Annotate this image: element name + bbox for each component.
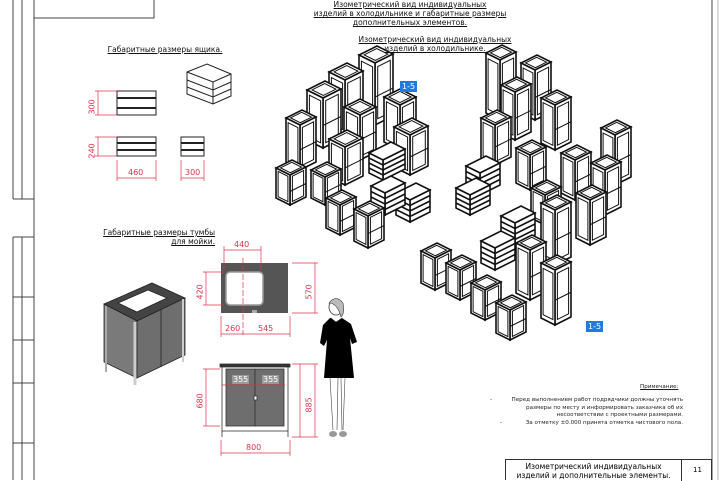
- dim-label: 355: [262, 375, 280, 384]
- isometric-cluster-left: [274, 45, 432, 250]
- sink-cabinet-isometric: [103, 282, 186, 385]
- iso-frame: [514, 139, 548, 192]
- iso-frame: [324, 189, 358, 237]
- dim-label: 300: [87, 99, 97, 115]
- crate-dimension-lines: [95, 90, 205, 181]
- dim-label: 440: [234, 240, 250, 249]
- iso-frame: [494, 294, 528, 342]
- iso-frame: [274, 159, 308, 207]
- sink-cabinet-front: [219, 363, 291, 437]
- item-tag: 1-5: [586, 321, 604, 332]
- note-1: - Перед выполнением работ подрядчики дол…: [490, 397, 683, 418]
- dim-label: 420: [195, 284, 205, 300]
- human-figure-scale: [320, 298, 357, 437]
- iso-crate: [369, 175, 407, 217]
- dim-label: 460: [128, 168, 144, 177]
- dim-label: 885: [304, 397, 314, 413]
- dim-label: 355: [232, 375, 250, 384]
- iso-crate: [367, 141, 407, 182]
- dim-label: 570: [304, 284, 314, 300]
- sheet-number: 11: [681, 460, 713, 481]
- iso-crate: [454, 177, 492, 217]
- iso-frame: [444, 254, 478, 302]
- iso-frame: [539, 254, 573, 327]
- sheet-frame: [12, 0, 719, 480]
- cabinet-dimension-lines: [203, 246, 318, 456]
- isometric-cluster-right: [419, 44, 633, 342]
- dim-label: 680: [195, 393, 205, 409]
- iso-frame: [352, 200, 386, 250]
- dim-label: 260: [225, 324, 241, 333]
- sink-cabinet-plan: [221, 263, 288, 313]
- iso-frame: [479, 109, 513, 167]
- crate-dims-title: Габаритные размеры ящика.: [107, 45, 223, 54]
- dim-label: 240: [87, 143, 97, 159]
- dim-label: 545: [258, 324, 274, 333]
- crate-drawings: [116, 63, 232, 157]
- note-2: - За отметку ±0.000 принята отметка чист…: [500, 420, 683, 426]
- notes-heading: Примечание:: [640, 384, 679, 390]
- item-tag: 1-5: [400, 81, 418, 92]
- iso-crate: [479, 230, 517, 272]
- iso-frame: [574, 184, 608, 247]
- dim-label: 800: [246, 443, 262, 452]
- iso-frame: [284, 109, 318, 172]
- dim-label: 300: [185, 168, 201, 177]
- iso-frame: [539, 89, 573, 152]
